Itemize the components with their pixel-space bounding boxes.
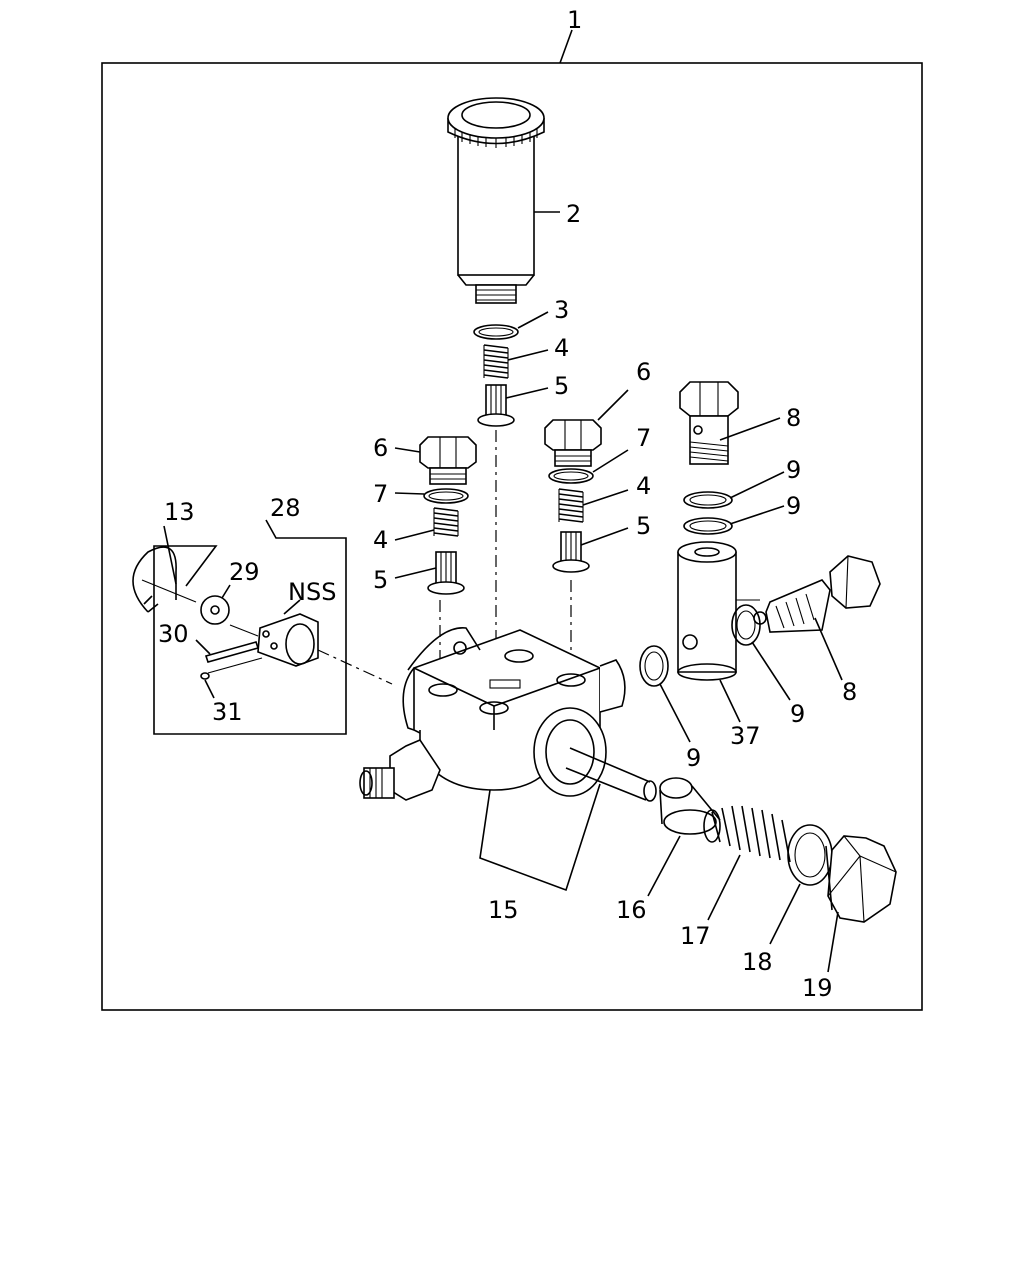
part-17-spring xyxy=(703,805,791,921)
callout-nss: NSS xyxy=(288,578,336,606)
callout-8: 8 xyxy=(842,678,857,706)
assembly-frame xyxy=(101,62,923,1011)
part-5-valve-left xyxy=(394,551,465,595)
part-6-plug-left xyxy=(394,436,477,485)
callout-6: 6 xyxy=(373,434,388,462)
callout-4: 4 xyxy=(636,472,651,500)
callout-13: 13 xyxy=(164,498,195,526)
callout-6: 6 xyxy=(636,358,651,386)
callout-28: 28 xyxy=(270,494,301,522)
callout-17: 17 xyxy=(680,922,711,950)
callout-9: 9 xyxy=(790,700,805,728)
callout-19: 19 xyxy=(802,974,833,1002)
part-19-cap-nut xyxy=(825,835,897,973)
callout-9: 9 xyxy=(786,492,801,520)
callout-4: 4 xyxy=(373,526,388,554)
callout-29: 29 xyxy=(229,558,260,586)
part-9-washer-c xyxy=(731,604,791,701)
part-7-o-ring-right xyxy=(548,449,629,484)
callout-2: 2 xyxy=(566,200,581,228)
callout-18: 18 xyxy=(742,948,773,976)
part-9-washer-b xyxy=(683,505,785,535)
part-31-small-pin xyxy=(200,657,263,699)
leader-1 xyxy=(559,29,573,64)
callout-3: 3 xyxy=(554,296,569,324)
part-4-spring-center xyxy=(483,344,549,379)
part-7-o-ring-left xyxy=(394,488,469,504)
part-4-spring-right xyxy=(558,488,629,523)
callout-16: 16 xyxy=(616,896,647,924)
callout-5: 5 xyxy=(636,512,651,540)
callout-7: 7 xyxy=(636,424,651,452)
part-29-bushing xyxy=(200,584,231,625)
callout-5: 5 xyxy=(554,372,569,400)
part-16-sleeve xyxy=(647,777,721,897)
callout-9: 9 xyxy=(686,744,701,772)
part-18-washer xyxy=(769,824,833,945)
callout-4: 4 xyxy=(554,334,569,362)
callout-5: 5 xyxy=(373,566,388,594)
callout-31: 31 xyxy=(212,698,243,726)
part-9-washer-d xyxy=(639,645,691,743)
part-37-eye-fitting xyxy=(677,541,760,723)
part-nss-housing xyxy=(257,599,319,667)
part-8-banjo-bolt-top xyxy=(679,381,781,465)
part-15-pump-body xyxy=(359,627,657,892)
part-6-plug-right xyxy=(544,389,629,467)
callout-37: 37 xyxy=(730,722,761,750)
part-4-spring-left xyxy=(394,507,459,541)
callout-1: 1 xyxy=(567,6,582,34)
callout-7: 7 xyxy=(373,480,388,508)
callout-9: 9 xyxy=(786,456,801,484)
part-2-primer-pump xyxy=(447,97,560,304)
part-5-valve-right xyxy=(552,527,629,573)
callout-15: 15 xyxy=(488,896,519,924)
part-13-snap-ring xyxy=(132,525,197,613)
part-3-o-ring xyxy=(473,311,549,340)
callout-30: 30 xyxy=(158,620,189,648)
callout-8: 8 xyxy=(786,404,801,432)
part-30-pin xyxy=(195,639,260,663)
part-8-banjo-bolt-right xyxy=(753,555,881,681)
part-9-washer-a xyxy=(683,471,785,509)
part-5-valve-center xyxy=(477,384,549,427)
part-28-kit-bracket xyxy=(153,519,347,735)
